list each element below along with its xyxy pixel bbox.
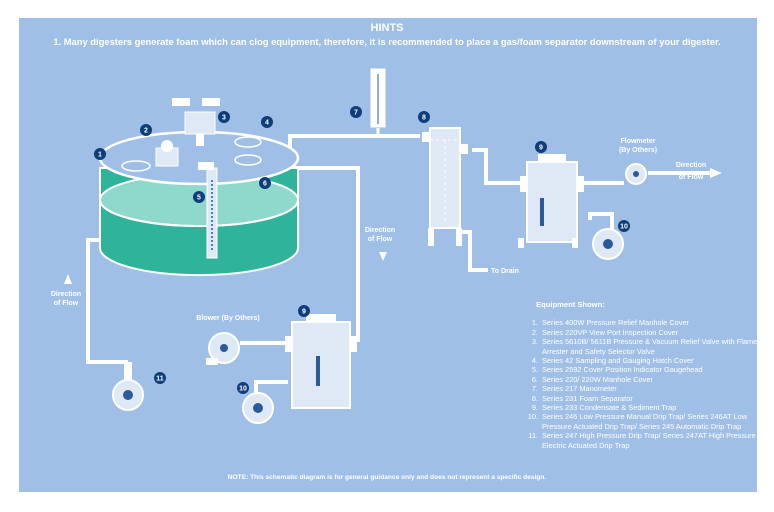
blower-label: Blower (By Others): [196, 315, 259, 322]
callout-9-upper-label: 9: [539, 145, 543, 152]
equipment-item: 11. Series 247 High Pressure Drip Trap/ S…: [524, 431, 759, 450]
to-drain-label: To Drain: [491, 268, 519, 275]
equipment-item-text: Series 220/ 220W Manhole Cover: [542, 374, 653, 384]
callout-6-label: 6: [263, 181, 267, 188]
callout-2: [140, 124, 152, 136]
equipment-item-text: Series 217 Manometer: [542, 384, 617, 394]
equipment-item-text: Series 233 Condensate & Sediment Trap: [542, 403, 677, 413]
callout-5-label: 5: [197, 195, 201, 202]
flowmeter-label-2: (By Others): [619, 147, 657, 154]
callout-4-label: 4: [265, 120, 269, 127]
direction-flow-left-2: of Flow: [54, 300, 79, 307]
direction-flow-mid-2: of Flow: [368, 236, 393, 243]
callout-9-upper: [535, 141, 547, 153]
direction-flow-left-1: Direction: [51, 291, 81, 298]
equipment-item-number: 2.: [531, 327, 538, 337]
callout-8-label: 8: [422, 115, 426, 122]
callout-2-label: 2: [144, 128, 148, 135]
pipe-tank-to-separator: [288, 134, 420, 150]
equipment-legend-title: Equipment Shown:: [536, 300, 605, 309]
equipment-item-text: Series 231 Foam Separator: [542, 393, 633, 403]
callout-5: [193, 191, 205, 203]
equipment-item-number: 11.: [528, 431, 538, 441]
pipe-separator-to-trap: [472, 148, 525, 185]
flow-arrow-right: [710, 168, 722, 178]
equipment-item-text: Series 42 Sampling and Gauging Hatch Cov…: [542, 356, 694, 366]
callout-7-label: 7: [354, 110, 358, 117]
equipment-item: 10. Series 246 Low Pressure Manual Drip T…: [524, 412, 759, 431]
equipment-item: 4. Series 42 Sampling and Gauging Hatch C…: [524, 356, 759, 365]
callout-3-label: 3: [222, 115, 226, 122]
drip-trap-upper: [588, 212, 624, 260]
equipment-item-text: Series 220VP View Port Inspection Cover: [542, 327, 679, 337]
equipment-item-text: Series 5610B/ 5611B Pressure & Vacuum Re…: [542, 337, 758, 356]
callout-11-label: 11: [156, 376, 164, 383]
flowmeter: [625, 163, 647, 185]
pipe-loop-left: [86, 238, 128, 364]
equipment-list: 1. Series 400W Pressure Relief Manhole Co…: [524, 318, 759, 450]
direction-flow-mid-1: Direction: [365, 227, 395, 234]
foam-separator: [422, 127, 468, 246]
callout-1: [94, 148, 106, 160]
flow-arrow-up: [64, 274, 72, 284]
callout-10-lower: [237, 382, 249, 394]
callout-markers: [94, 106, 630, 394]
equipment-item-text: Series 246 Low Pressure Manual Drip Trap…: [542, 412, 748, 431]
callout-8: [418, 111, 430, 123]
hints-text: 1. Many digesters generate foam which ca…: [53, 36, 721, 47]
equipment-item: 2. Series 220VP View Port Inspection Cove…: [524, 328, 759, 337]
equipment-item-text: Series 247 High Pressure Drip Trap/ Seri…: [542, 431, 756, 450]
direction-flow-right-1: Direction: [676, 162, 706, 169]
condensate-trap-upper: [518, 154, 584, 248]
equipment-item: 6. Series 220/ 220W Manhole Cover: [524, 375, 759, 384]
equipment-item-number: 9.: [531, 403, 538, 413]
hints-title: HINTS: [370, 22, 404, 34]
callout-7: [350, 106, 362, 118]
callout-3: [218, 111, 230, 123]
equipment-item-number: 5.: [531, 365, 538, 375]
equipment-item: 9. Series 233 Condensate & Sediment Trap: [524, 403, 759, 412]
equipment-item: 5. Series 2592 Cover Position Indicator G…: [524, 365, 759, 374]
manhole-cover-icon: [121, 160, 151, 172]
callout-9-lower-label: 9: [302, 309, 306, 316]
manometer: [369, 67, 387, 136]
view-port-dome-icon: [161, 140, 173, 152]
callout-4: [261, 116, 273, 128]
diagram-note: NOTE: This schematic diagram is for gene…: [227, 474, 547, 481]
equipment-item-number: 8.: [531, 393, 538, 403]
callout-1-label: 1: [98, 152, 102, 159]
callout-9-lower: [298, 305, 310, 317]
equipment-item-number: 4.: [531, 356, 538, 366]
equipment-item: 7. Series 217 Manometer: [524, 384, 759, 393]
equipment-legend: Equipment Shown: 1. Series 400W Pressure …: [524, 300, 759, 450]
blower: [206, 332, 240, 365]
pipe-to-drain: [460, 230, 488, 272]
equipment-item-number: 3.: [531, 337, 538, 347]
equipment-item-number: 1.: [531, 318, 538, 328]
hatch-cover-icon: [234, 154, 262, 166]
equipment-item: 1. Series 400W Pressure Relief Manhole Co…: [524, 318, 759, 327]
callout-6: [259, 177, 271, 189]
equipment-item-number: 10.: [527, 412, 538, 422]
equipment-item-number: 6.: [531, 374, 538, 384]
flowmeter-label-1: Flowmeter: [620, 138, 655, 145]
equipment-item-text: Series 400W Pressure Relief Manhole Cove…: [542, 318, 690, 328]
drip-trap-lower: [242, 380, 288, 424]
manhole-cover-top-icon: [234, 136, 262, 148]
high-pressure-drip-trap: [112, 362, 144, 411]
equipment-item: 3. Series 5610B/ 5611B Pressure & Vacuum …: [524, 337, 759, 356]
direction-flow-right-2: of Flow: [679, 174, 704, 181]
condensate-trap-lower: [285, 314, 357, 409]
equipment-item-number: 7.: [531, 384, 538, 394]
equipment-item: 8. Series 231 Foam Separator: [524, 394, 759, 403]
callout-10-lower-label: 10: [239, 386, 247, 393]
equipment-item-text: Series 2592 Cover Position Indicator Gau…: [542, 365, 703, 375]
callout-10-upper: [618, 220, 630, 232]
pipe-network: [86, 134, 712, 364]
relief-valve-icon: [184, 111, 216, 135]
callout-10-upper-label: 10: [620, 224, 628, 231]
flow-arrow-down: [379, 252, 387, 261]
callout-11: [154, 372, 166, 384]
